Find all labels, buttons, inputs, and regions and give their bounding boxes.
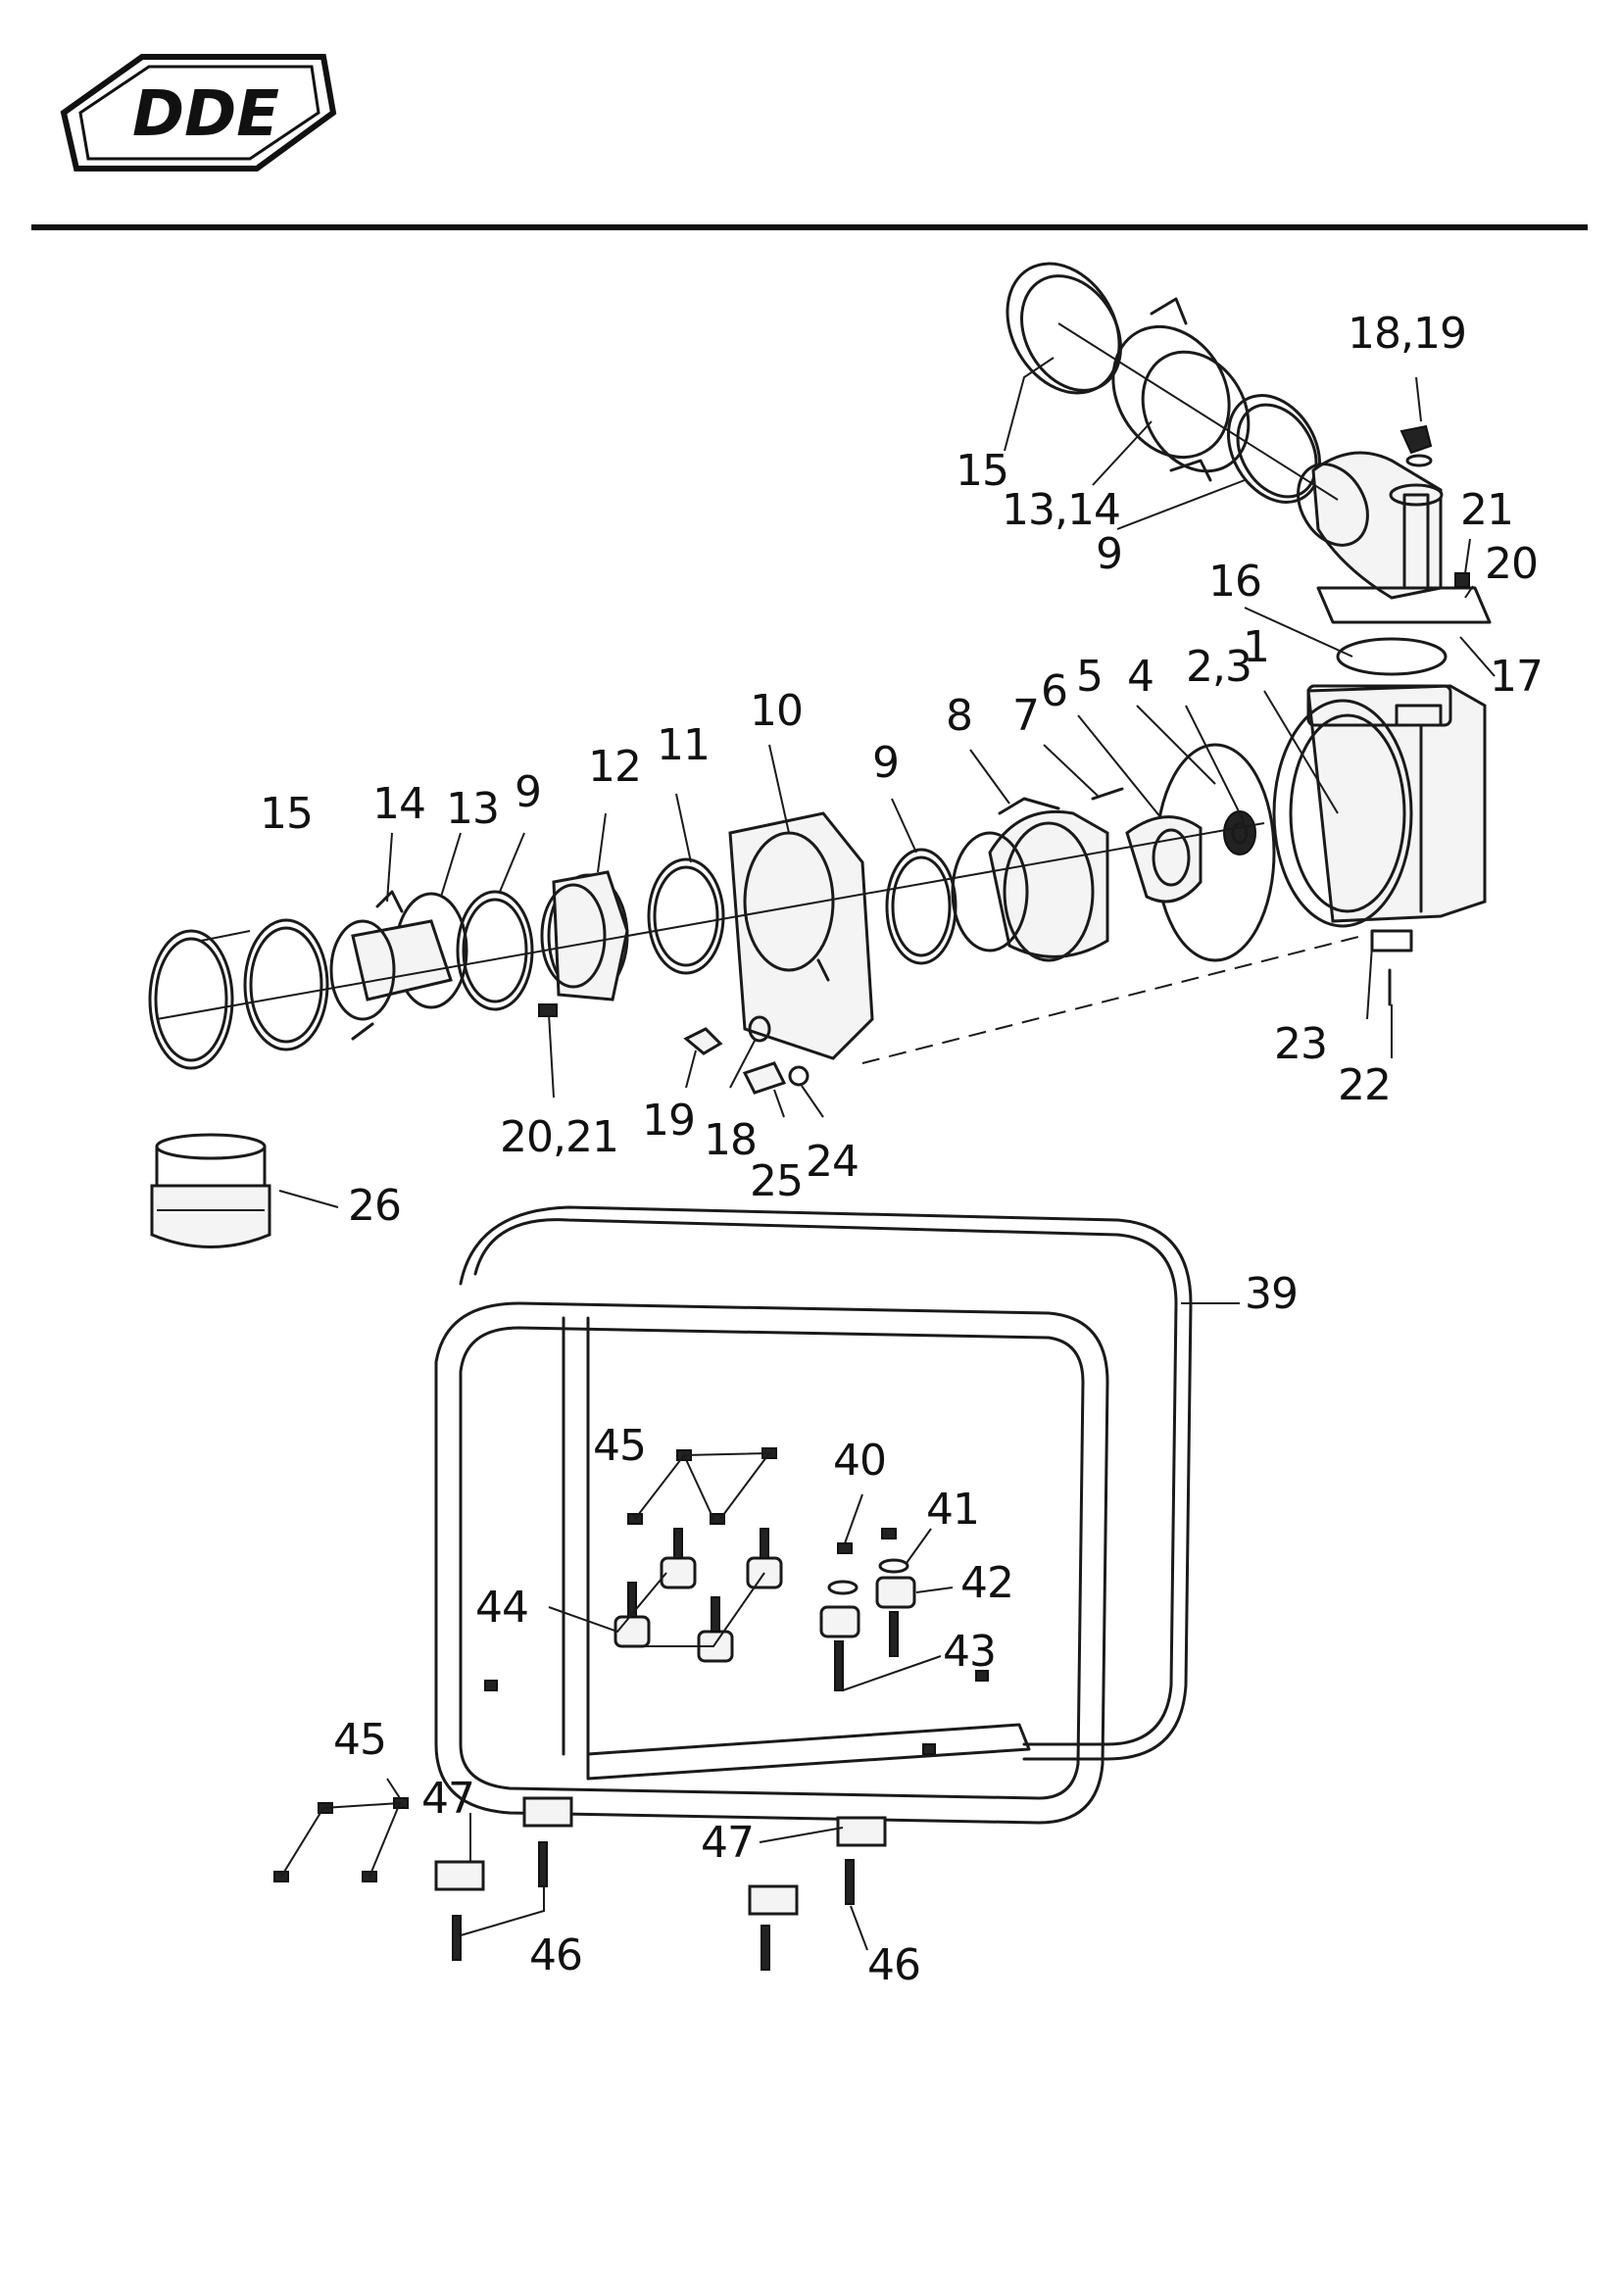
label-1: 1 <box>1243 622 1269 672</box>
logo-text: DDE <box>132 78 279 151</box>
label-16: 16 <box>1208 557 1261 607</box>
label-7: 7 <box>1012 691 1039 741</box>
label-9-left: 9 <box>515 767 541 817</box>
label-15-top: 15 <box>956 446 1008 496</box>
label-5: 5 <box>1076 652 1103 702</box>
label-11: 11 <box>657 720 710 770</box>
dde-logo: DDE <box>60 54 337 171</box>
label-22: 22 <box>1338 1060 1391 1110</box>
part-labels: 15 13,14 9 18,19 21 20 16 17 2,3 1 4 5 6… <box>260 309 1544 1990</box>
label-14: 14 <box>372 779 425 829</box>
label-9-top: 9 <box>1096 529 1122 579</box>
label-26: 26 <box>348 1181 401 1231</box>
label-43: 43 <box>943 1627 996 1677</box>
label-46-a: 46 <box>529 1930 582 1980</box>
label-8: 8 <box>946 691 972 741</box>
label-18-19-top: 18,19 <box>1348 309 1466 359</box>
label-47-a: 47 <box>421 1774 474 1824</box>
label-25: 25 <box>750 1156 803 1206</box>
label-2-3: 2,3 <box>1186 642 1252 692</box>
label-44: 44 <box>475 1583 528 1633</box>
label-20-top: 20 <box>1485 539 1538 589</box>
label-45-b: 45 <box>333 1715 386 1765</box>
label-10: 10 <box>750 686 803 736</box>
strainer <box>150 1133 339 1248</box>
label-46-b: 46 <box>867 1940 920 1990</box>
label-15-left: 15 <box>260 789 313 839</box>
label-17: 17 <box>1490 652 1543 702</box>
label-18: 18 <box>704 1115 757 1165</box>
label-39: 39 <box>1245 1269 1298 1319</box>
label-4: 4 <box>1127 652 1154 702</box>
impeller-parts <box>148 690 1393 1118</box>
label-6: 6 <box>1041 666 1067 716</box>
label-12: 12 <box>588 742 641 792</box>
label-13-14-top: 13,14 <box>1002 485 1120 535</box>
label-47-b: 47 <box>701 1818 754 1868</box>
outlet-assembly <box>1004 262 1496 677</box>
label-40: 40 <box>833 1436 886 1486</box>
label-42: 42 <box>960 1558 1013 1608</box>
label-21-top: 21 <box>1460 485 1513 535</box>
label-9-mid: 9 <box>872 738 899 788</box>
pump-body <box>1272 684 1487 953</box>
label-24: 24 <box>806 1137 859 1187</box>
frame <box>434 1205 1240 1825</box>
label-41: 41 <box>926 1485 979 1535</box>
label-20-21: 20,21 <box>500 1112 618 1162</box>
label-19: 19 <box>642 1096 695 1146</box>
label-23: 23 <box>1274 1019 1327 1069</box>
label-13: 13 <box>446 784 499 834</box>
mount-parts <box>273 1447 989 1971</box>
label-45-a: 45 <box>593 1421 646 1471</box>
